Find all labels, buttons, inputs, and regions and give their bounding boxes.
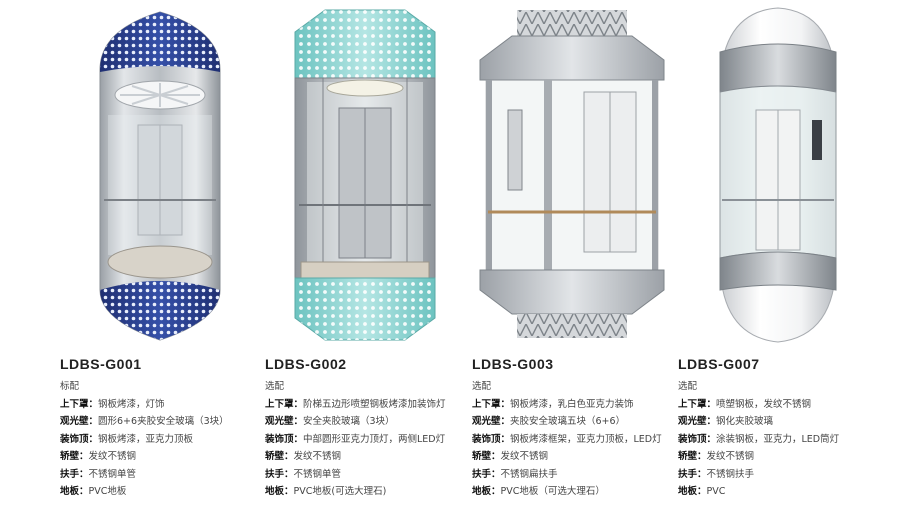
spec-list: 选配 上下罩：喷塑钢板，发纹不锈钢 观光壁：钢化夹胶玻璃 装饰顶：涂装钢板，亚克… <box>678 378 873 501</box>
elevator-g001-image <box>99 11 221 341</box>
spec-line: 选配 <box>472 381 492 392</box>
spec-line: 地板：PVC <box>678 486 726 497</box>
spec-line: 轿壁：发纹不锈钢 <box>265 451 342 462</box>
elevator-g003-image <box>479 10 665 338</box>
spec-line: 轿壁：发纹不锈钢 <box>678 451 755 462</box>
spec-line: 标配 <box>60 381 80 392</box>
spec-line: 选配 <box>678 381 698 392</box>
spec-line: 扶手：不锈钢单管 <box>60 468 137 480</box>
product-model: LDBS-G007 <box>678 356 760 372</box>
spec-line: 装饰顶：钢板烤漆，亚克力顶板 <box>60 433 194 445</box>
spec-line: 扶手：不锈钢扁扶手 <box>472 468 558 480</box>
product-model: LDBS-G001 <box>60 356 142 372</box>
spec-line: 地板：PVC地板（可选大理石） <box>472 486 605 497</box>
spec-line: 扶手：不锈钢单管 <box>265 468 342 480</box>
spec-line: 装饰顶：中部圆形亚克力顶灯，两侧LED灯 <box>265 433 446 445</box>
spec-line: 选配 <box>265 381 285 392</box>
spec-line: 轿壁：发纹不锈钢 <box>60 451 137 462</box>
spec-line: 观光壁：安全夹胶玻璃（3块） <box>265 416 395 427</box>
spec-line: 装饰顶：涂装钢板，亚克力，LED筒灯 <box>678 433 840 445</box>
spec-list: 选配 上下罩：钢板烤漆，乳白色亚克力装饰 观光壁：夹胶安全玻璃五块（6+6） 装… <box>472 378 667 501</box>
spec-list: 标配 上下罩：钢板烤漆，灯饰 观光壁：圆形6+6夹胶安全玻璃（3块） 装饰顶：钢… <box>60 378 255 501</box>
spec-line: 上下罩：喷塑钢板，发纹不锈钢 <box>678 398 812 410</box>
spec-line: 扶手：不锈钢扶手 <box>678 468 755 480</box>
spec-line: 观光壁：钢化夹胶玻璃 <box>678 416 774 427</box>
product-model: LDBS-G002 <box>265 356 347 372</box>
spec-line: 观光壁：圆形6+6夹胶安全玻璃（3块） <box>60 416 229 427</box>
spec-line: 上下罩：钢板烤漆，乳白色亚克力装饰 <box>472 398 634 410</box>
product-model: LDBS-G003 <box>472 356 554 372</box>
spec-line: 地板：PVC地板 <box>60 486 127 497</box>
spec-line: 轿壁：发纹不锈钢 <box>472 451 549 462</box>
spec-list: 选配 上下罩：阶梯五边形喷塑钢板烤漆加装饰灯 观光壁：安全夹胶玻璃（3块） 装饰… <box>265 378 460 501</box>
elevator-g002-image <box>294 9 436 341</box>
elevator-g007-image <box>719 7 837 343</box>
spec-line: 地板：PVC地板(可选大理石) <box>265 486 387 497</box>
spec-line: 上下罩：阶梯五边形喷塑钢板烤漆加装饰灯 <box>265 398 446 410</box>
spec-line: 装饰顶：钢板烤漆框架，亚克力顶板，LED灯 <box>472 433 662 445</box>
spec-line: 上下罩：钢板烤漆，灯饰 <box>60 398 165 410</box>
spec-line: 观光壁：夹胶安全玻璃五块（6+6） <box>472 416 626 427</box>
